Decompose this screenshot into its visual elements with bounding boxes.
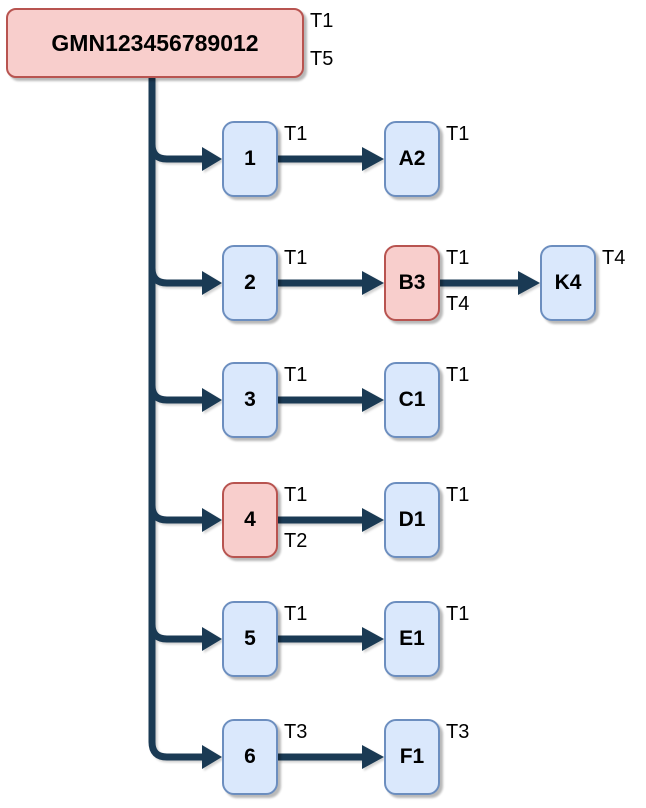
node-K4[interactable]: K4 (540, 245, 596, 321)
node-1-label: 1 (244, 147, 256, 170)
node-3[interactable]: 3 (222, 362, 278, 438)
node-4-tag-bottom: T2 (284, 530, 308, 552)
node-C1[interactable]: C1 (384, 362, 440, 438)
edge-branch-2 (148, 267, 202, 287)
node-2-label: 2 (244, 271, 256, 294)
root-node-label: GMN123456789012 (51, 29, 259, 56)
node-B3[interactable]: B3 (384, 245, 440, 321)
node-D1[interactable]: D1 (384, 482, 440, 558)
node-F1[interactable]: F1 (384, 719, 440, 795)
arrowhead-to-node-6 (202, 745, 222, 769)
node-E1-tag-top: T1 (446, 603, 470, 625)
node-6-label: 6 (244, 745, 256, 768)
arrowhead-to-node-1 (202, 147, 222, 171)
node-2-tag-top: T1 (284, 247, 308, 269)
node-3-label: 3 (244, 388, 256, 411)
node-A2-tag-top: T1 (446, 123, 470, 145)
node-1-tag-top: T1 (284, 123, 308, 145)
root-tag-top: T1 (310, 10, 334, 32)
node-F1-tag-top: T3 (446, 721, 470, 743)
arrowhead-to-node-2 (202, 271, 222, 295)
node-K4-label: K4 (554, 271, 582, 294)
node-A2[interactable]: A2 (384, 121, 440, 197)
arrowhead-to-A2 (362, 147, 384, 171)
node-2[interactable]: 2 (222, 245, 278, 321)
node-C1-label: C1 (398, 388, 426, 411)
node-4[interactable]: 4 (222, 482, 278, 558)
node-F1-label: F1 (399, 745, 425, 768)
arrowhead-to-C1 (362, 388, 384, 412)
node-6[interactable]: 6 (222, 719, 278, 795)
node-E1[interactable]: E1 (384, 601, 440, 677)
arrowhead-to-node-4 (202, 508, 222, 532)
node-C1-tag-top: T1 (446, 364, 470, 386)
arrowhead-to-K4 (518, 271, 540, 295)
node-B3-label: B3 (398, 271, 426, 294)
node-4-label: 4 (244, 508, 256, 531)
node-4-tag-top: T1 (284, 484, 308, 506)
node-5-label: 5 (244, 627, 256, 650)
node-3-tag-top: T1 (284, 364, 308, 386)
arrowhead-to-node-3 (202, 388, 222, 412)
arrowhead-to-D1 (362, 508, 384, 532)
root-tag-bottom: T5 (310, 48, 334, 70)
root-node[interactable]: GMN123456789012 (6, 8, 304, 78)
node-A2-label: A2 (398, 147, 426, 170)
edge-branch-1 (148, 143, 202, 163)
edge-branch-3 (148, 384, 202, 404)
edge-branch-5 (148, 623, 202, 643)
arrowhead-to-node-5 (202, 627, 222, 651)
node-5-tag-top: T1 (284, 603, 308, 625)
node-D1-label: D1 (398, 508, 426, 531)
edge-root-trunk (148, 78, 202, 761)
node-6-tag-top: T3 (284, 721, 308, 743)
node-B3-tag-bottom: T4 (446, 293, 470, 315)
node-1[interactable]: 1 (222, 121, 278, 197)
node-K4-tag-top: T4 (602, 247, 626, 269)
node-E1-label: E1 (399, 627, 425, 650)
edge-branch-4 (148, 504, 202, 524)
arrowhead-to-F1 (362, 745, 384, 769)
node-D1-tag-top: T1 (446, 484, 470, 506)
node-5[interactable]: 5 (222, 601, 278, 677)
node-B3-tag-top: T1 (446, 247, 470, 269)
arrowhead-to-B3 (362, 271, 384, 295)
arrowhead-to-E1 (362, 627, 384, 651)
